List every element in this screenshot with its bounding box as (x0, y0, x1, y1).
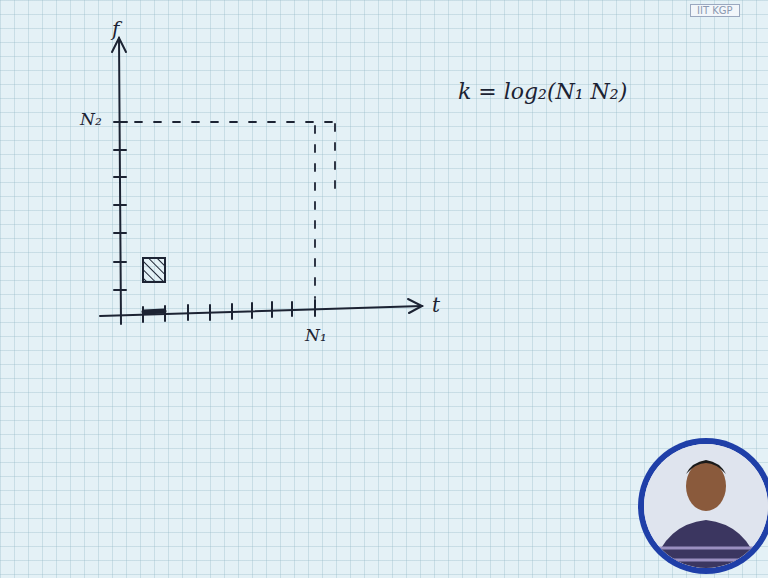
x-arrowhead (408, 299, 422, 313)
unit-segment (144, 311, 164, 312)
x-ticks (143, 300, 315, 322)
axis-label: t (432, 294, 440, 316)
hatched-cell (143, 258, 165, 282)
y-arrowhead (112, 38, 126, 52)
axis-value: N₂ (80, 110, 102, 129)
axis-label: f (112, 18, 119, 40)
y-ticks (114, 122, 127, 290)
x-axis (100, 306, 422, 316)
presenter-inset (638, 438, 768, 578)
dashed-guides (135, 122, 335, 298)
watermark: IIT KGP (690, 4, 740, 17)
axis-value: N₁ (305, 326, 327, 345)
y-axis (119, 38, 121, 324)
formula: k = log₂(N₁ N₂) (458, 80, 627, 104)
